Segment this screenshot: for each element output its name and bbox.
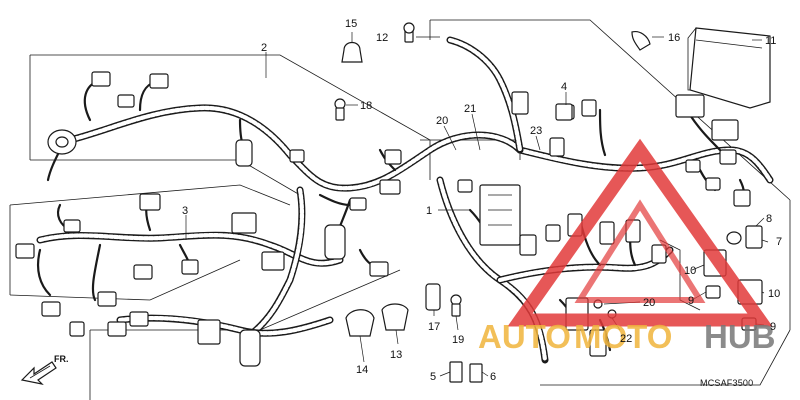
control-unit — [687, 27, 771, 109]
callout-9a: 9 — [688, 295, 694, 307]
callout-5: 5 — [430, 371, 436, 383]
panel-outlines — [9, 19, 791, 400]
callout-18: 18 — [360, 100, 372, 112]
callout-13: 13 — [390, 349, 402, 361]
watermark-text-hub: HUB — [704, 318, 776, 355]
callout-7: 7 — [776, 236, 782, 248]
callout-1: 1 — [426, 205, 432, 217]
watermark-text-auto: AUTO — [478, 318, 571, 355]
callout-11: 11 — [765, 35, 776, 47]
callout-20a: 20 — [436, 115, 448, 127]
callout-12: 12 — [376, 32, 388, 44]
callout-8: 8 — [766, 213, 772, 225]
callout-9b: 9 — [770, 321, 776, 333]
front-direction-arrow: FR. — [20, 354, 69, 385]
watermark-triangle — [507, 138, 773, 327]
front-label: FR. — [54, 354, 69, 364]
callout-15: 15 — [345, 18, 357, 30]
callout-16: 16 — [668, 32, 680, 44]
callout-23: 23 — [530, 125, 542, 137]
callout-20b: 20 — [643, 297, 655, 309]
watermark-text-moto: MOTO — [574, 318, 672, 355]
callout-6: 6 — [490, 371, 496, 383]
callout-22: 22 — [620, 333, 632, 345]
callout-17: 17 — [428, 321, 440, 333]
callout-21: 21 — [464, 103, 476, 115]
callout-labels: 1 2 3 4 5 6 7 8 9 9 10 10 11 12 13 14 15… — [182, 18, 782, 383]
callout-4: 4 — [561, 81, 567, 93]
callout-10a: 10 — [684, 265, 696, 277]
callout-14: 14 — [356, 364, 368, 376]
callout-10b: 10 — [768, 288, 780, 300]
diagram-code: MCSAF3500 — [700, 378, 753, 388]
callout-2: 2 — [261, 42, 267, 54]
callout-3: 3 — [182, 205, 188, 217]
watermark: AUTO MOTO HUB — [478, 138, 776, 355]
callout-19: 19 — [452, 334, 464, 346]
